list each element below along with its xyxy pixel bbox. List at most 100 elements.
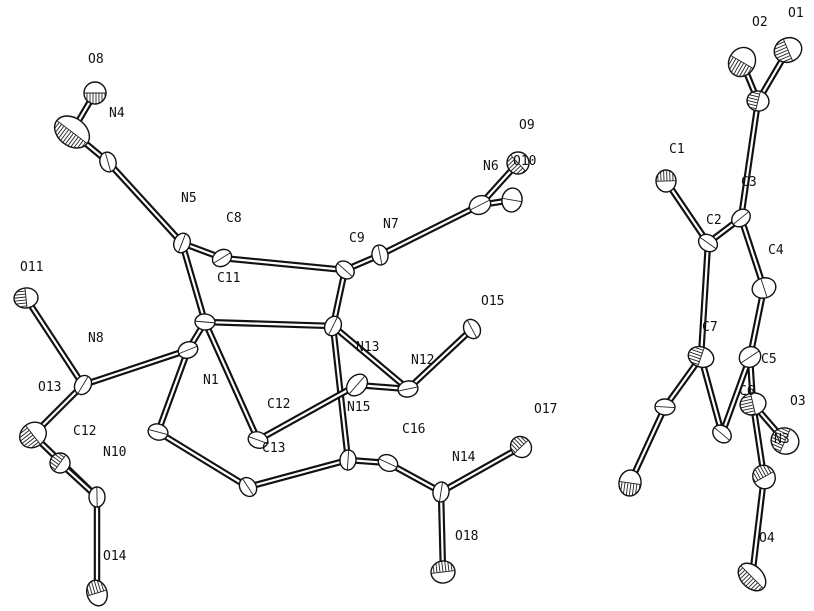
atom-label: N10	[103, 445, 126, 460]
atom-ellipsoid	[432, 481, 450, 503]
atom-ellipsoid	[323, 315, 343, 337]
principal-axis	[148, 428, 168, 436]
atom-label: C2	[706, 213, 722, 228]
principal-axis	[654, 406, 676, 408]
octant-hatch	[782, 57, 792, 63]
octant-hatch	[625, 482, 629, 496]
atom-ellipsoid	[468, 194, 492, 216]
principal-axis	[469, 199, 491, 211]
atom-label: C3	[741, 175, 757, 190]
octant-hatch	[742, 395, 752, 399]
atom-label: N6	[483, 159, 499, 174]
atom-label: C16	[402, 422, 425, 437]
octant-hatch	[16, 290, 26, 293]
atom-ellipsoid	[397, 380, 419, 398]
atom-ellipsoid	[739, 392, 767, 416]
bond	[628, 405, 667, 485]
atom-ellipsoid	[712, 424, 732, 444]
principal-axis	[697, 347, 705, 367]
atom-ellipsoid	[53, 115, 91, 149]
octant-hatch	[60, 129, 70, 141]
principal-axis	[56, 120, 88, 144]
bond	[256, 383, 359, 442]
octant-hatch	[90, 581, 96, 594]
octant-hatch	[54, 122, 60, 129]
atom-label: C13	[262, 441, 285, 456]
principal-axis	[750, 393, 756, 415]
octant-hatch	[81, 141, 86, 148]
atom-label: C12	[73, 424, 96, 439]
atom-label: C12	[267, 397, 290, 412]
octant-hatch	[513, 438, 523, 447]
octant-hatch	[508, 161, 517, 170]
octant-hatch	[58, 452, 65, 458]
principal-axis	[754, 471, 774, 483]
principal-axis	[510, 154, 526, 172]
octant-hatch	[745, 578, 754, 587]
atom-ellipsoid	[238, 476, 258, 498]
octant-hatch	[772, 433, 786, 441]
principal-axis	[53, 454, 67, 472]
octant-hatch	[19, 427, 28, 434]
principal-axis	[248, 436, 268, 444]
principal-axis	[377, 245, 383, 265]
octant-hatch	[507, 159, 515, 167]
octant-hatch	[70, 136, 79, 148]
atom-ellipsoid	[462, 318, 482, 340]
atom-label: N8	[88, 331, 104, 346]
octant-hatch	[13, 296, 26, 299]
atom-ellipsoid	[147, 423, 169, 441]
atom-label: O18	[455, 529, 478, 544]
octant-hatch	[741, 573, 750, 583]
atom-label: C9	[349, 231, 365, 246]
principal-axis	[177, 233, 187, 253]
atoms-layer	[13, 36, 803, 607]
octant-hatch	[735, 62, 745, 77]
octant-hatch	[739, 401, 753, 406]
principal-axis	[699, 236, 717, 250]
octant-hatch	[510, 163, 519, 172]
principal-axis	[77, 376, 89, 394]
octant-hatch	[757, 586, 763, 591]
atom-label: O2	[752, 15, 768, 30]
octant-hatch	[741, 407, 755, 412]
atom-label: O4	[759, 531, 775, 546]
octant-hatch	[747, 96, 759, 101]
atom-ellipsoid	[770, 427, 800, 455]
octant-hatch	[58, 127, 67, 139]
octant-hatch	[628, 483, 632, 497]
atom-label: C4	[768, 243, 784, 258]
octant-hatch	[771, 443, 782, 449]
octant-hatch	[688, 357, 700, 363]
octant-hatch	[749, 94, 760, 98]
octant-hatch	[770, 439, 784, 446]
atom-label: N1	[203, 373, 219, 388]
octant-hatch	[729, 58, 737, 70]
octant-hatch	[77, 140, 84, 149]
atom-ellipsoid	[13, 287, 39, 309]
atom-label: O17	[534, 402, 557, 417]
octant-hatch	[752, 472, 759, 481]
octant-hatch	[631, 483, 635, 496]
octant-hatch	[635, 483, 638, 494]
octant-hatch	[776, 429, 789, 436]
principal-axis	[755, 91, 761, 111]
bond	[246, 458, 350, 489]
atom-label: C5	[761, 352, 777, 367]
octant-hatch	[752, 477, 756, 483]
bond	[156, 430, 250, 489]
bond	[439, 490, 445, 574]
bond	[24, 296, 85, 387]
octant-hatch	[516, 167, 524, 175]
octant-hatch	[740, 398, 752, 403]
atom-label: O10	[513, 154, 536, 169]
principal-axis	[740, 565, 764, 589]
atom-ellipsoid	[746, 90, 770, 112]
atom-label: C6	[739, 384, 755, 399]
atom-ellipsoid	[655, 169, 677, 193]
bond	[406, 327, 474, 391]
atom-ellipsoid	[697, 233, 719, 253]
atom-label: O8	[88, 52, 104, 67]
octant-hatch	[766, 465, 772, 474]
